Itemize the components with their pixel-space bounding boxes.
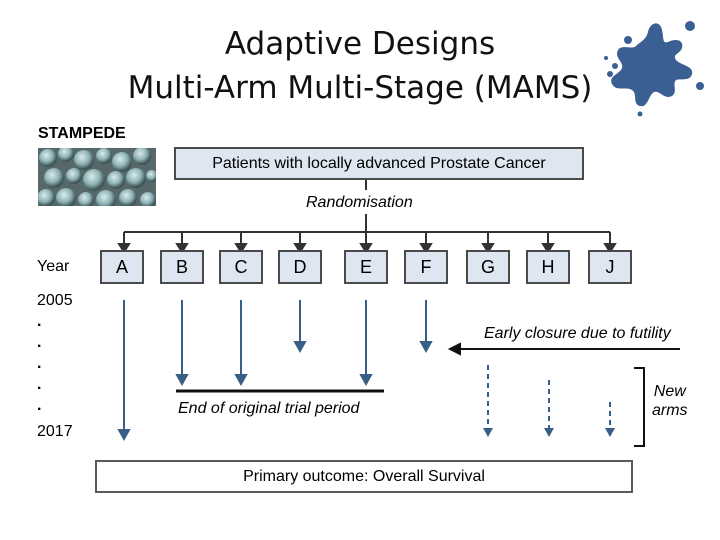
arrowhead-arm-a [117,429,131,442]
randomisation-label: Randomisation [306,194,413,211]
splat-logo [604,21,704,117]
early-closure-label: Early closure due to futility [484,325,671,342]
arrowhead-arm-h [544,428,554,437]
arm-box-b: B [160,250,204,284]
micrograph-graphic [38,148,156,206]
year-dot: . [37,376,42,393]
arrowhead-arm-d [293,341,307,354]
new-arms-bracket [634,367,645,447]
end-of-original-label: End of original trial period [178,400,360,417]
year-label: Year [37,258,70,275]
early-closure-arrow [447,342,680,356]
arrowhead-arm-f [419,341,433,354]
new-arms-label: New arms [652,382,688,420]
title-line-1: Adaptive Designs [224,26,496,62]
year-dot: . [37,355,42,372]
arm-connector-arrows [117,232,617,254]
arm-box-a: A [100,250,144,284]
arrowhead-arm-j [605,428,615,437]
trial-name: STAMPEDE [38,125,126,142]
arrowhead-arm-e [359,374,373,387]
year-dot: . [37,313,42,330]
arm-box-c: C [219,250,263,284]
year-dot: . [37,397,42,414]
arrowhead-arm-b [175,374,189,387]
slide-title: Adaptive Designs Multi-Arm Multi-Stage (… [60,22,660,110]
arrowhead-arm-g [483,428,493,437]
new-arms-line-2: arms [652,402,688,419]
year-start: 2005 [37,292,73,309]
new-arm-arrowheads [483,428,615,437]
year-dot: . [37,334,42,351]
year-end: 2017 [37,423,73,440]
arm-box-h: H [526,250,570,284]
arm-box-d: D [278,250,322,284]
new-arms-line-1: New [653,383,686,400]
arm-box-f: F [404,250,448,284]
new-arm-timelines [487,365,611,428]
arm-box-j: J [588,250,632,284]
arrowhead-arm-c [234,374,248,387]
primary-outcome-box: Primary outcome: Overall Survival [95,460,633,493]
arm-box-e: E [344,250,388,284]
arm-box-g: G [466,250,510,284]
title-line-2: Multi-Arm Multi-Stage (MAMS) [127,70,593,106]
cell-micrograph-image [38,148,156,206]
arm-timelines [117,300,433,442]
patients-box: Patients with locally advanced Prostate … [174,147,584,180]
